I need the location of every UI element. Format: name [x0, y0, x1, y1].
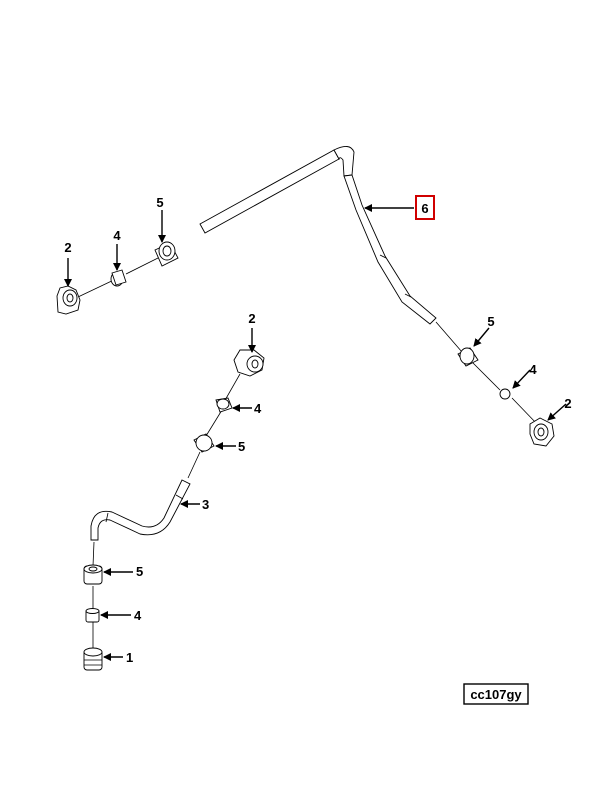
callout-5-lower-right: 5	[487, 314, 494, 329]
callout-6-highlight-box	[415, 195, 435, 220]
lower-tube-assembly	[90, 373, 241, 648]
leader-arrows	[64, 204, 567, 661]
callout-5-lower-bottom: 5	[136, 564, 143, 579]
sleeve-lower-bottom	[85, 608, 100, 623]
callout-4-lower-right: 4	[529, 362, 537, 377]
callout-5-lower-top: 5	[238, 439, 245, 454]
callout-4-upper-left: 4	[113, 228, 121, 243]
elbow-fitting-lower-right	[529, 417, 555, 447]
sleeve-upper-left	[110, 269, 127, 287]
connector-bottom	[83, 647, 103, 671]
nut-lower-right	[457, 347, 479, 367]
nut-lower-top	[193, 433, 215, 453]
callout-2-upper-left: 2	[64, 240, 71, 255]
drawing-code-box: cc107gy	[463, 683, 529, 705]
callout-1: 1	[126, 650, 133, 665]
upper-tube-assembly	[77, 146, 539, 426]
sleeve-lower-top	[215, 397, 233, 413]
callout-3-tube: 3	[202, 497, 209, 512]
nut-upper-left	[154, 241, 179, 267]
sleeve-lower-right	[499, 388, 511, 400]
elbow-fitting-upper-left	[56, 285, 81, 315]
drawing-code: cc107gy	[470, 687, 522, 702]
callout-4-lower-top: 4	[254, 401, 262, 416]
callout-2-lower-right: 2	[564, 396, 571, 411]
callout-5-upper-left: 5	[156, 195, 163, 210]
callout-6: 6	[421, 201, 428, 216]
nut-lower-bottom	[83, 564, 103, 585]
callout-4-lower-bottom: 4	[134, 608, 142, 623]
callout-2-lower-top: 2	[248, 311, 255, 326]
elbow-fitting-lower-top	[233, 349, 265, 377]
